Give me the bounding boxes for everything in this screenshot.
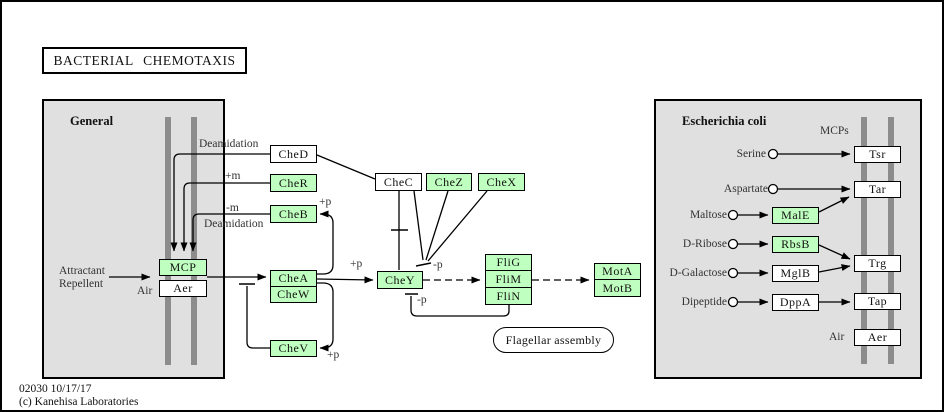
label-maltose: Maltose [689, 209, 727, 221]
compound-maltose[interactable] [727, 209, 739, 221]
edge-chea-to-chev-plus-p [317, 282, 334, 352]
node-motb[interactable]: MotB [594, 279, 641, 297]
node-tar[interactable]: Tar [854, 181, 901, 198]
label-attractant: Attractant [59, 265, 105, 277]
edge-ched-to-chec [316, 154, 376, 180]
node-flagellar-assembly[interactable]: Flagellar assembly [493, 327, 614, 353]
label-plus-p-chev: +p [327, 349, 340, 361]
pathway-title: BACTERIAL CHEMOTAXIS [53, 52, 236, 68]
label-repellent: Repellent [59, 278, 104, 290]
edge-male-to-tar [818, 196, 850, 213]
label-d-galactose: D-Galactose [669, 267, 727, 279]
node-cher[interactable]: CheR [270, 174, 317, 192]
compound-aspartate[interactable] [767, 183, 779, 195]
node-chey[interactable]: CheY [377, 271, 423, 289]
node-tsr[interactable]: Tsr [854, 146, 901, 163]
node-chea[interactable]: CheA [270, 270, 317, 287]
node-chex[interactable]: CheX [478, 173, 525, 191]
label-deamidation-cheb: Deamidation [204, 218, 264, 230]
label-plus-p-chey: +p [350, 258, 363, 270]
membrane-bar-2 [861, 117, 867, 364]
label-air-general: Air [137, 285, 153, 297]
label-d-ribose: D-Ribose [682, 238, 727, 250]
compound-dipeptide[interactable] [727, 296, 739, 308]
panel-label-general: General [70, 114, 114, 128]
label-minus-m: -m [226, 202, 239, 214]
edge-ched-to-mcp [170, 153, 270, 252]
node-dppa[interactable]: DppA [772, 294, 819, 311]
node-ched[interactable]: CheD [270, 145, 317, 163]
compound-d-galactose[interactable] [727, 267, 739, 279]
edge-chex-to-convergence [427, 190, 488, 262]
node-aer-ecoli[interactable]: Aer [854, 329, 901, 346]
node-chez[interactable]: CheZ [426, 173, 472, 191]
compound-d-ribose[interactable] [727, 238, 739, 250]
label-air-ecoli: Air [829, 331, 845, 343]
membrane-bar-0 [165, 117, 171, 365]
node-tap[interactable]: Tap [854, 293, 901, 310]
label-aspartate: Aspartate [723, 183, 768, 195]
map-id-and-date: 02030 10/17/17 [19, 383, 92, 395]
edge-chev-inhibits-signal [246, 286, 270, 349]
pathway-title-box: BACTERIAL CHEMOTAXIS [42, 47, 247, 74]
edge-chez-to-convergence [425, 190, 449, 261]
membrane-bar-1 [191, 117, 197, 365]
label-plus-m: +m [225, 170, 241, 182]
membrane-bar-3 [888, 117, 894, 364]
node-male[interactable]: MalE [772, 207, 819, 224]
node-flig[interactable]: FliG [485, 254, 532, 271]
node-chew[interactable]: CheW [270, 286, 317, 303]
label-plus-p-cheb: +p [319, 196, 332, 208]
edge-chec-to-convergence [413, 190, 424, 261]
label-deamidation-ched: Deamidation [199, 138, 259, 150]
copyright-notice: (c) Kanehisa Laboratories [19, 396, 139, 408]
tee-convergence-minus-p [415, 262, 432, 267]
node-chev[interactable]: CheV [270, 340, 317, 357]
node-flim[interactable]: FliM [485, 270, 532, 288]
node-cheb[interactable]: CheB [270, 205, 317, 223]
node-flin[interactable]: FliN [485, 287, 532, 305]
label-mcps: MCPs [820, 125, 849, 137]
label-minus-p-chey-top: -p [433, 259, 443, 271]
label-minus-p-chey-bottom: -p [417, 294, 427, 306]
edge-rbsb-to-trg [818, 244, 851, 260]
compound-serine[interactable] [767, 148, 779, 160]
edge-cheb-to-mcp [189, 213, 270, 252]
label-serine: Serine [736, 148, 766, 160]
edge-cher-to-mcp [180, 182, 270, 252]
node-trg[interactable]: Trg [854, 255, 901, 272]
node-mcp[interactable]: MCP [159, 259, 207, 276]
node-chec[interactable]: CheC [375, 173, 422, 191]
node-aer-general[interactable]: Aer [159, 280, 207, 297]
edge-flin-to-chey-minus-p [410, 296, 510, 317]
edge-chea-to-cheb-plus-p [317, 210, 334, 275]
node-mglb[interactable]: MglB [772, 265, 819, 282]
edge-mglb-to-trg [818, 264, 851, 273]
panel-label-ecoli: Escherichia coli [682, 114, 767, 128]
label-dipeptide: Dipeptide [681, 296, 727, 308]
node-rbsb[interactable]: RbsB [772, 236, 819, 253]
edge-chea-to-chey-plus-p [316, 276, 374, 284]
